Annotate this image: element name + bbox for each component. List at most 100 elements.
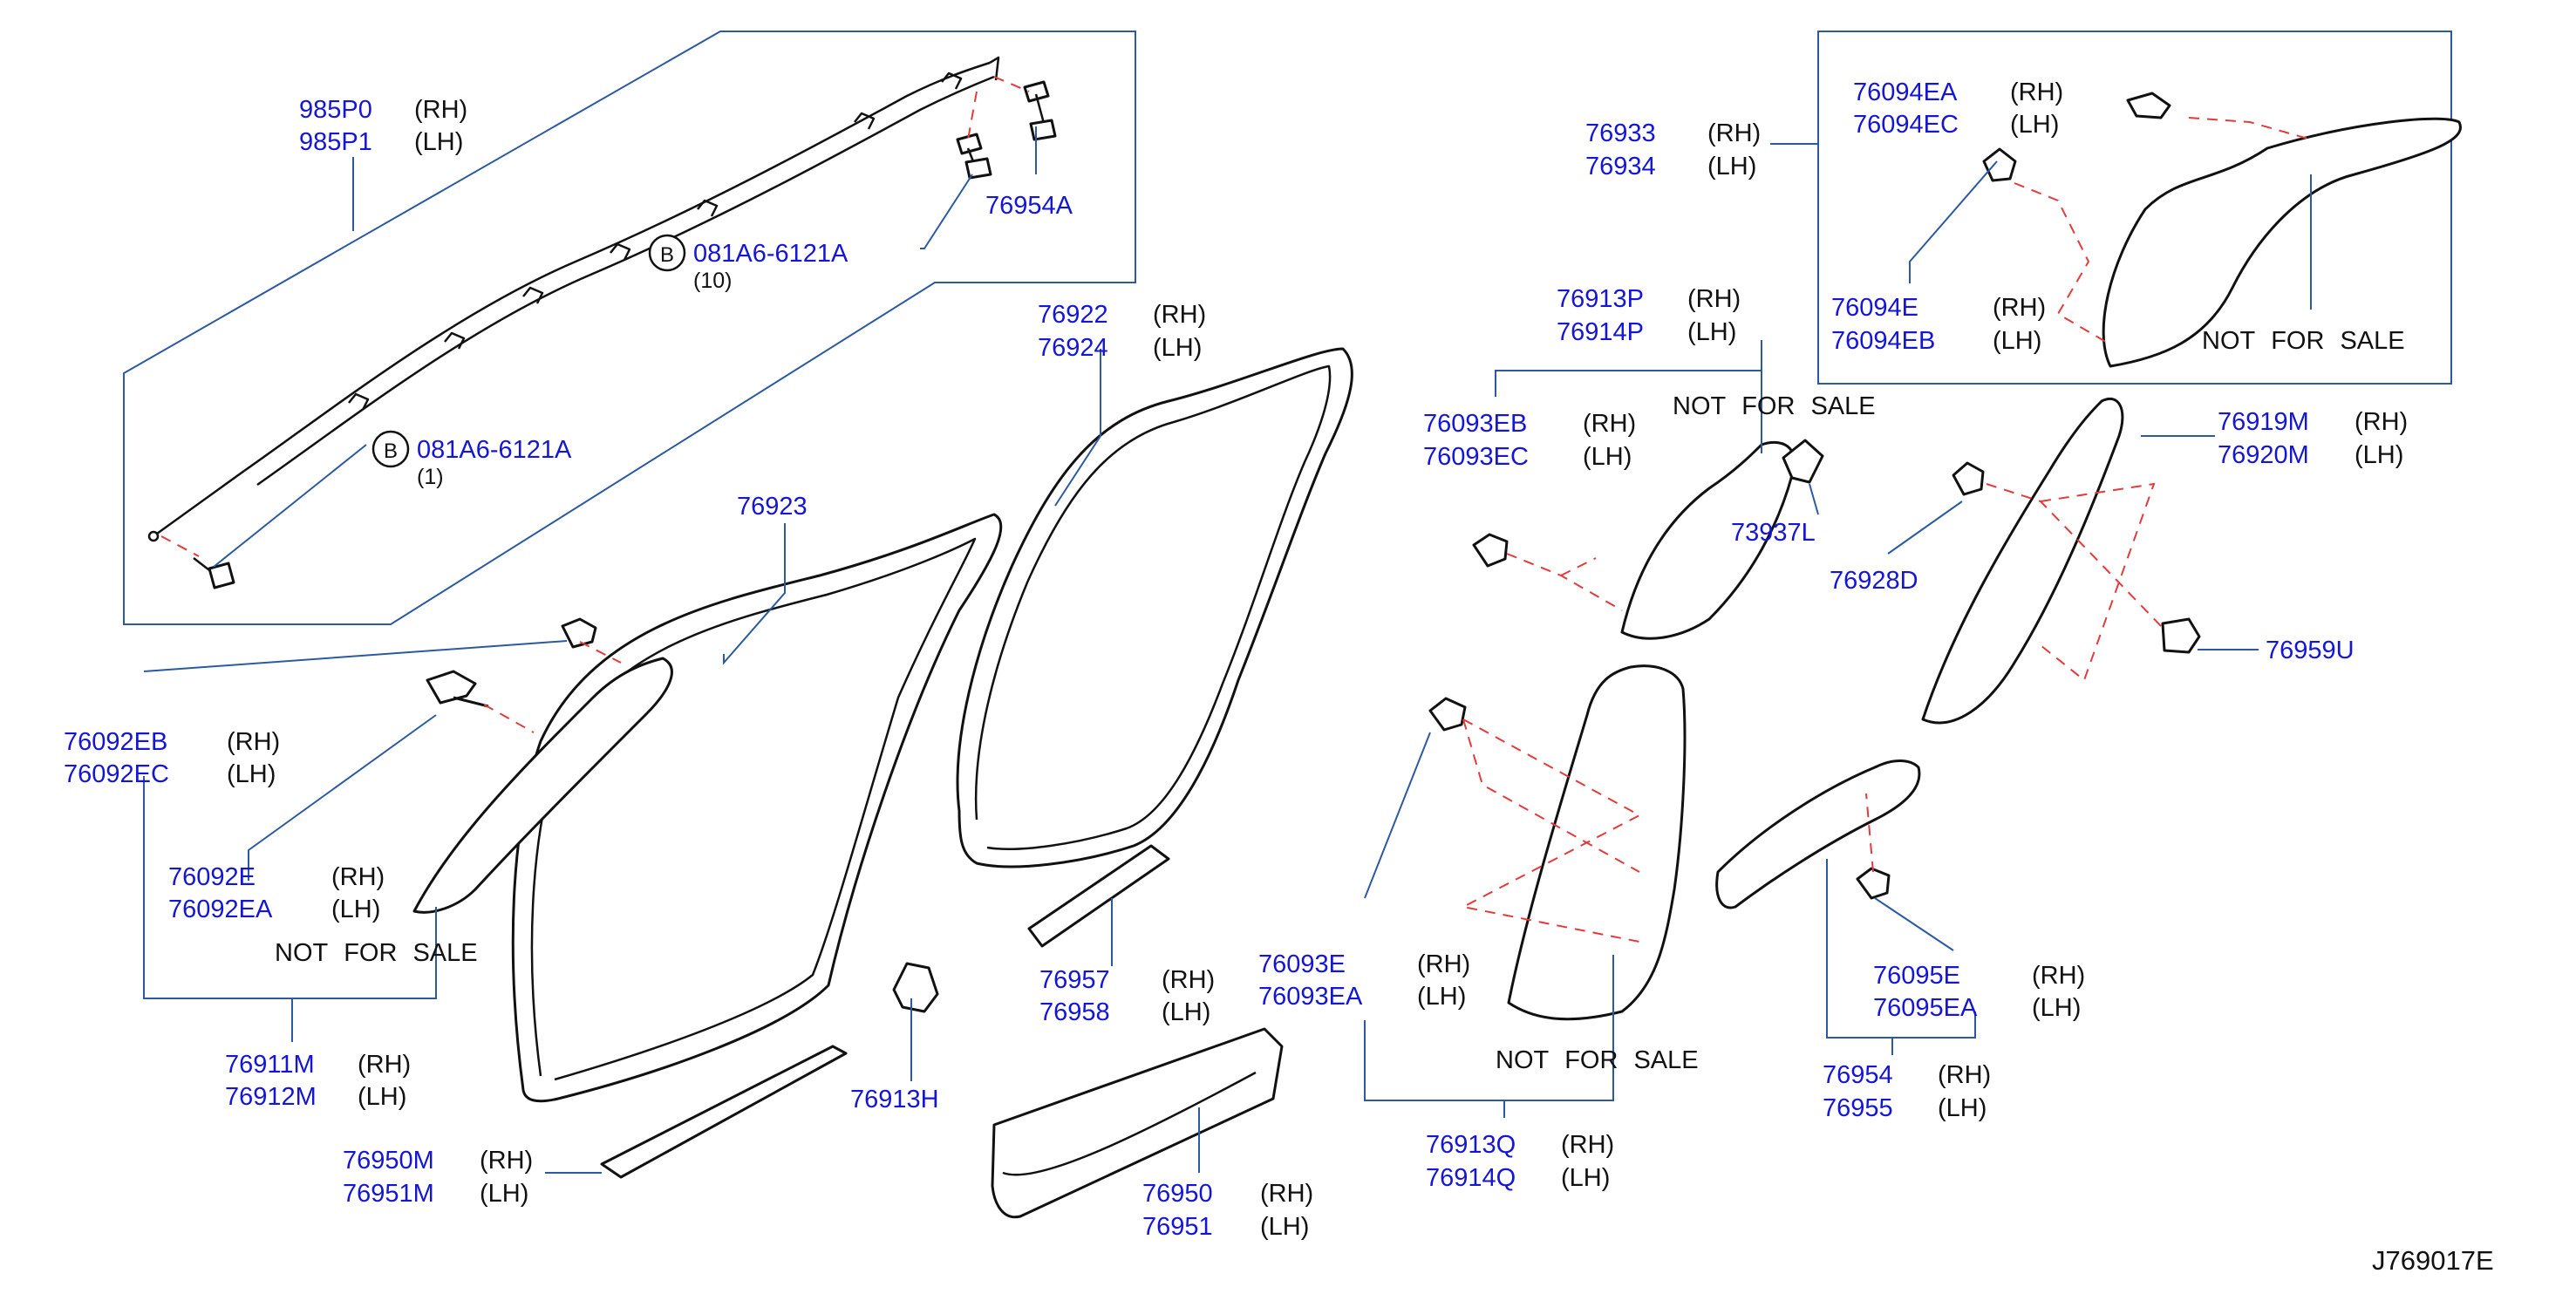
pillar-trim-76913Q bbox=[1507, 664, 1687, 1021]
part-number-081A6-6121A-bottom[interactable]: 081A6-6121A bbox=[417, 436, 572, 464]
part-number-73937L[interactable]: 73937L bbox=[1731, 519, 1816, 547]
side-lh: (LH) bbox=[331, 896, 380, 923]
qty-bottom: (1) bbox=[417, 465, 444, 489]
pillar-trim-76911M bbox=[412, 657, 673, 914]
side-rh: (RH) bbox=[1583, 410, 1636, 438]
part-number-76922[interactable]: 76922 bbox=[1038, 301, 1108, 329]
side-rh: (RH) bbox=[1993, 294, 2046, 322]
part-number-76912M[interactable]: 76912M bbox=[225, 1083, 317, 1111]
leader-lines bbox=[143, 126, 2312, 1174]
part-number-76934[interactable]: 76934 bbox=[1585, 153, 1656, 180]
side-lh: (LH) bbox=[1260, 1213, 1309, 1241]
side-rh: (RH) bbox=[227, 728, 280, 756]
diagram-code: J769017E bbox=[2372, 1245, 2494, 1276]
part-number-76914P[interactable]: 76914P bbox=[1557, 318, 1644, 346]
side-rh: (RH) bbox=[414, 96, 467, 124]
part-number-76950M[interactable]: 76950M bbox=[343, 1147, 434, 1175]
side-lh: (LH) bbox=[1938, 1094, 1987, 1122]
side-lh: (LH) bbox=[2010, 111, 2059, 139]
side-rh: (RH) bbox=[331, 863, 385, 891]
curtain-airbag-drawing bbox=[147, 56, 1000, 542]
side-lh: (LH) bbox=[2355, 441, 2403, 469]
side-lh: (LH) bbox=[1993, 327, 2041, 355]
clip-76094E bbox=[1982, 147, 2017, 182]
part-number-76093EB[interactable]: 76093EB bbox=[1423, 410, 1527, 438]
svg-text:B: B bbox=[660, 243, 674, 267]
part-number-76092EB[interactable]: 76092EB bbox=[64, 728, 167, 756]
part-number-76920M[interactable]: 76920M bbox=[2218, 441, 2309, 469]
part-number-76957[interactable]: 76957 bbox=[1039, 966, 1110, 994]
part-number-76093EC[interactable]: 76093EC bbox=[1423, 443, 1529, 471]
part-number-76951[interactable]: 76951 bbox=[1142, 1213, 1213, 1241]
part-number-76911M[interactable]: 76911M bbox=[225, 1051, 315, 1079]
bolt-marker-bottom: B bbox=[371, 430, 410, 468]
part-number-76928D[interactable]: 76928D bbox=[1830, 567, 1918, 595]
part-number-76914Q[interactable]: 76914Q bbox=[1426, 1164, 1516, 1192]
clip-76095E bbox=[1856, 867, 1891, 900]
side-rh: (RH) bbox=[2010, 78, 2063, 106]
part-number-985P0[interactable]: 985P0 bbox=[299, 96, 372, 124]
bolt-lower-left bbox=[193, 557, 235, 589]
qty-top: (10) bbox=[693, 269, 732, 293]
part-number-76950[interactable]: 76950 bbox=[1142, 1180, 1213, 1208]
side-rh: (RH) bbox=[1687, 285, 1741, 313]
part-number-985P1[interactable]: 985P1 bbox=[299, 128, 372, 156]
part-number-76955[interactable]: 76955 bbox=[1823, 1094, 1893, 1122]
side-rh: (RH) bbox=[1707, 119, 1761, 147]
quarter-trim-76933 bbox=[2102, 117, 2462, 368]
part-number-76923[interactable]: 76923 bbox=[737, 493, 808, 521]
part-number-76919M[interactable]: 76919M bbox=[2218, 408, 2309, 436]
clip-76959U bbox=[2161, 617, 2201, 654]
bolt-76954A-upper bbox=[1023, 80, 1057, 141]
part-number-76093EA[interactable]: 76093EA bbox=[1258, 983, 1363, 1011]
part-number-76951M[interactable]: 76951M bbox=[343, 1180, 434, 1208]
clip-76092E bbox=[426, 670, 489, 708]
kicking-plate-76950 bbox=[991, 1027, 1284, 1219]
part-number-76933[interactable]: 76933 bbox=[1585, 119, 1656, 147]
clip-76092EB bbox=[561, 617, 597, 649]
side-rh: (RH) bbox=[358, 1051, 411, 1079]
part-number-76954A[interactable]: 76954A bbox=[985, 192, 1073, 220]
weatherstrip-76922 bbox=[956, 347, 1353, 868]
part-number-081A6-6121A-top[interactable]: 081A6-6121A bbox=[693, 240, 848, 268]
clip-76093EB bbox=[1472, 533, 1509, 568]
side-lh: (LH) bbox=[1707, 153, 1756, 180]
part-number-76913Q[interactable]: 76913Q bbox=[1426, 1131, 1516, 1159]
bolt-76954A-lower bbox=[956, 133, 992, 180]
side-rh: (RH) bbox=[480, 1147, 533, 1175]
scuff-plate-76954 bbox=[1715, 759, 1921, 909]
side-rh: (RH) bbox=[1162, 966, 1215, 994]
part-number-76093E[interactable]: 76093E bbox=[1258, 950, 1346, 978]
svg-text:B: B bbox=[384, 439, 398, 463]
side-lh: (LH) bbox=[2032, 994, 2081, 1022]
side-lh: (LH) bbox=[1561, 1164, 1610, 1192]
part-number-76913P[interactable]: 76913P bbox=[1557, 285, 1644, 313]
part-number-76913H[interactable]: 76913H bbox=[850, 1086, 939, 1114]
side-lh: (LH) bbox=[227, 760, 276, 788]
clip-76093E bbox=[1428, 697, 1467, 732]
side-rh: (RH) bbox=[1153, 301, 1206, 329]
side-lh: (LH) bbox=[480, 1180, 528, 1208]
rear-panel-frame bbox=[1817, 31, 2452, 385]
part-number-76924[interactable]: 76924 bbox=[1038, 334, 1108, 362]
part-number-76094EC[interactable]: 76094EC bbox=[1853, 111, 1959, 139]
clip-76094EA bbox=[2126, 92, 2171, 119]
part-number-76959U[interactable]: 76959U bbox=[2266, 637, 2355, 664]
side-rh: (RH) bbox=[2032, 962, 2085, 990]
part-number-76954[interactable]: 76954 bbox=[1823, 1061, 1893, 1089]
part-number-76092EA[interactable]: 76092EA bbox=[168, 896, 273, 923]
part-number-76094EB[interactable]: 76094EB bbox=[1831, 327, 1935, 355]
part-number-76094EA[interactable]: 76094EA bbox=[1853, 78, 1958, 106]
part-number-76092EC[interactable]: 76092EC bbox=[64, 760, 169, 788]
part-number-76095E[interactable]: 76095E bbox=[1873, 962, 1960, 990]
side-rh: (RH) bbox=[1938, 1061, 1991, 1089]
part-number-76095EA[interactable]: 76095EA bbox=[1873, 994, 1978, 1022]
side-lh: (LH) bbox=[358, 1083, 406, 1111]
side-rh: (RH) bbox=[1260, 1180, 1313, 1208]
part-number-76092E[interactable]: 76092E bbox=[168, 863, 256, 891]
part-number-76094E[interactable]: 76094E bbox=[1831, 294, 1918, 322]
cap-73937L bbox=[1782, 439, 1824, 484]
side-lh: (LH) bbox=[1162, 998, 1210, 1026]
part-number-76958[interactable]: 76958 bbox=[1039, 998, 1110, 1026]
